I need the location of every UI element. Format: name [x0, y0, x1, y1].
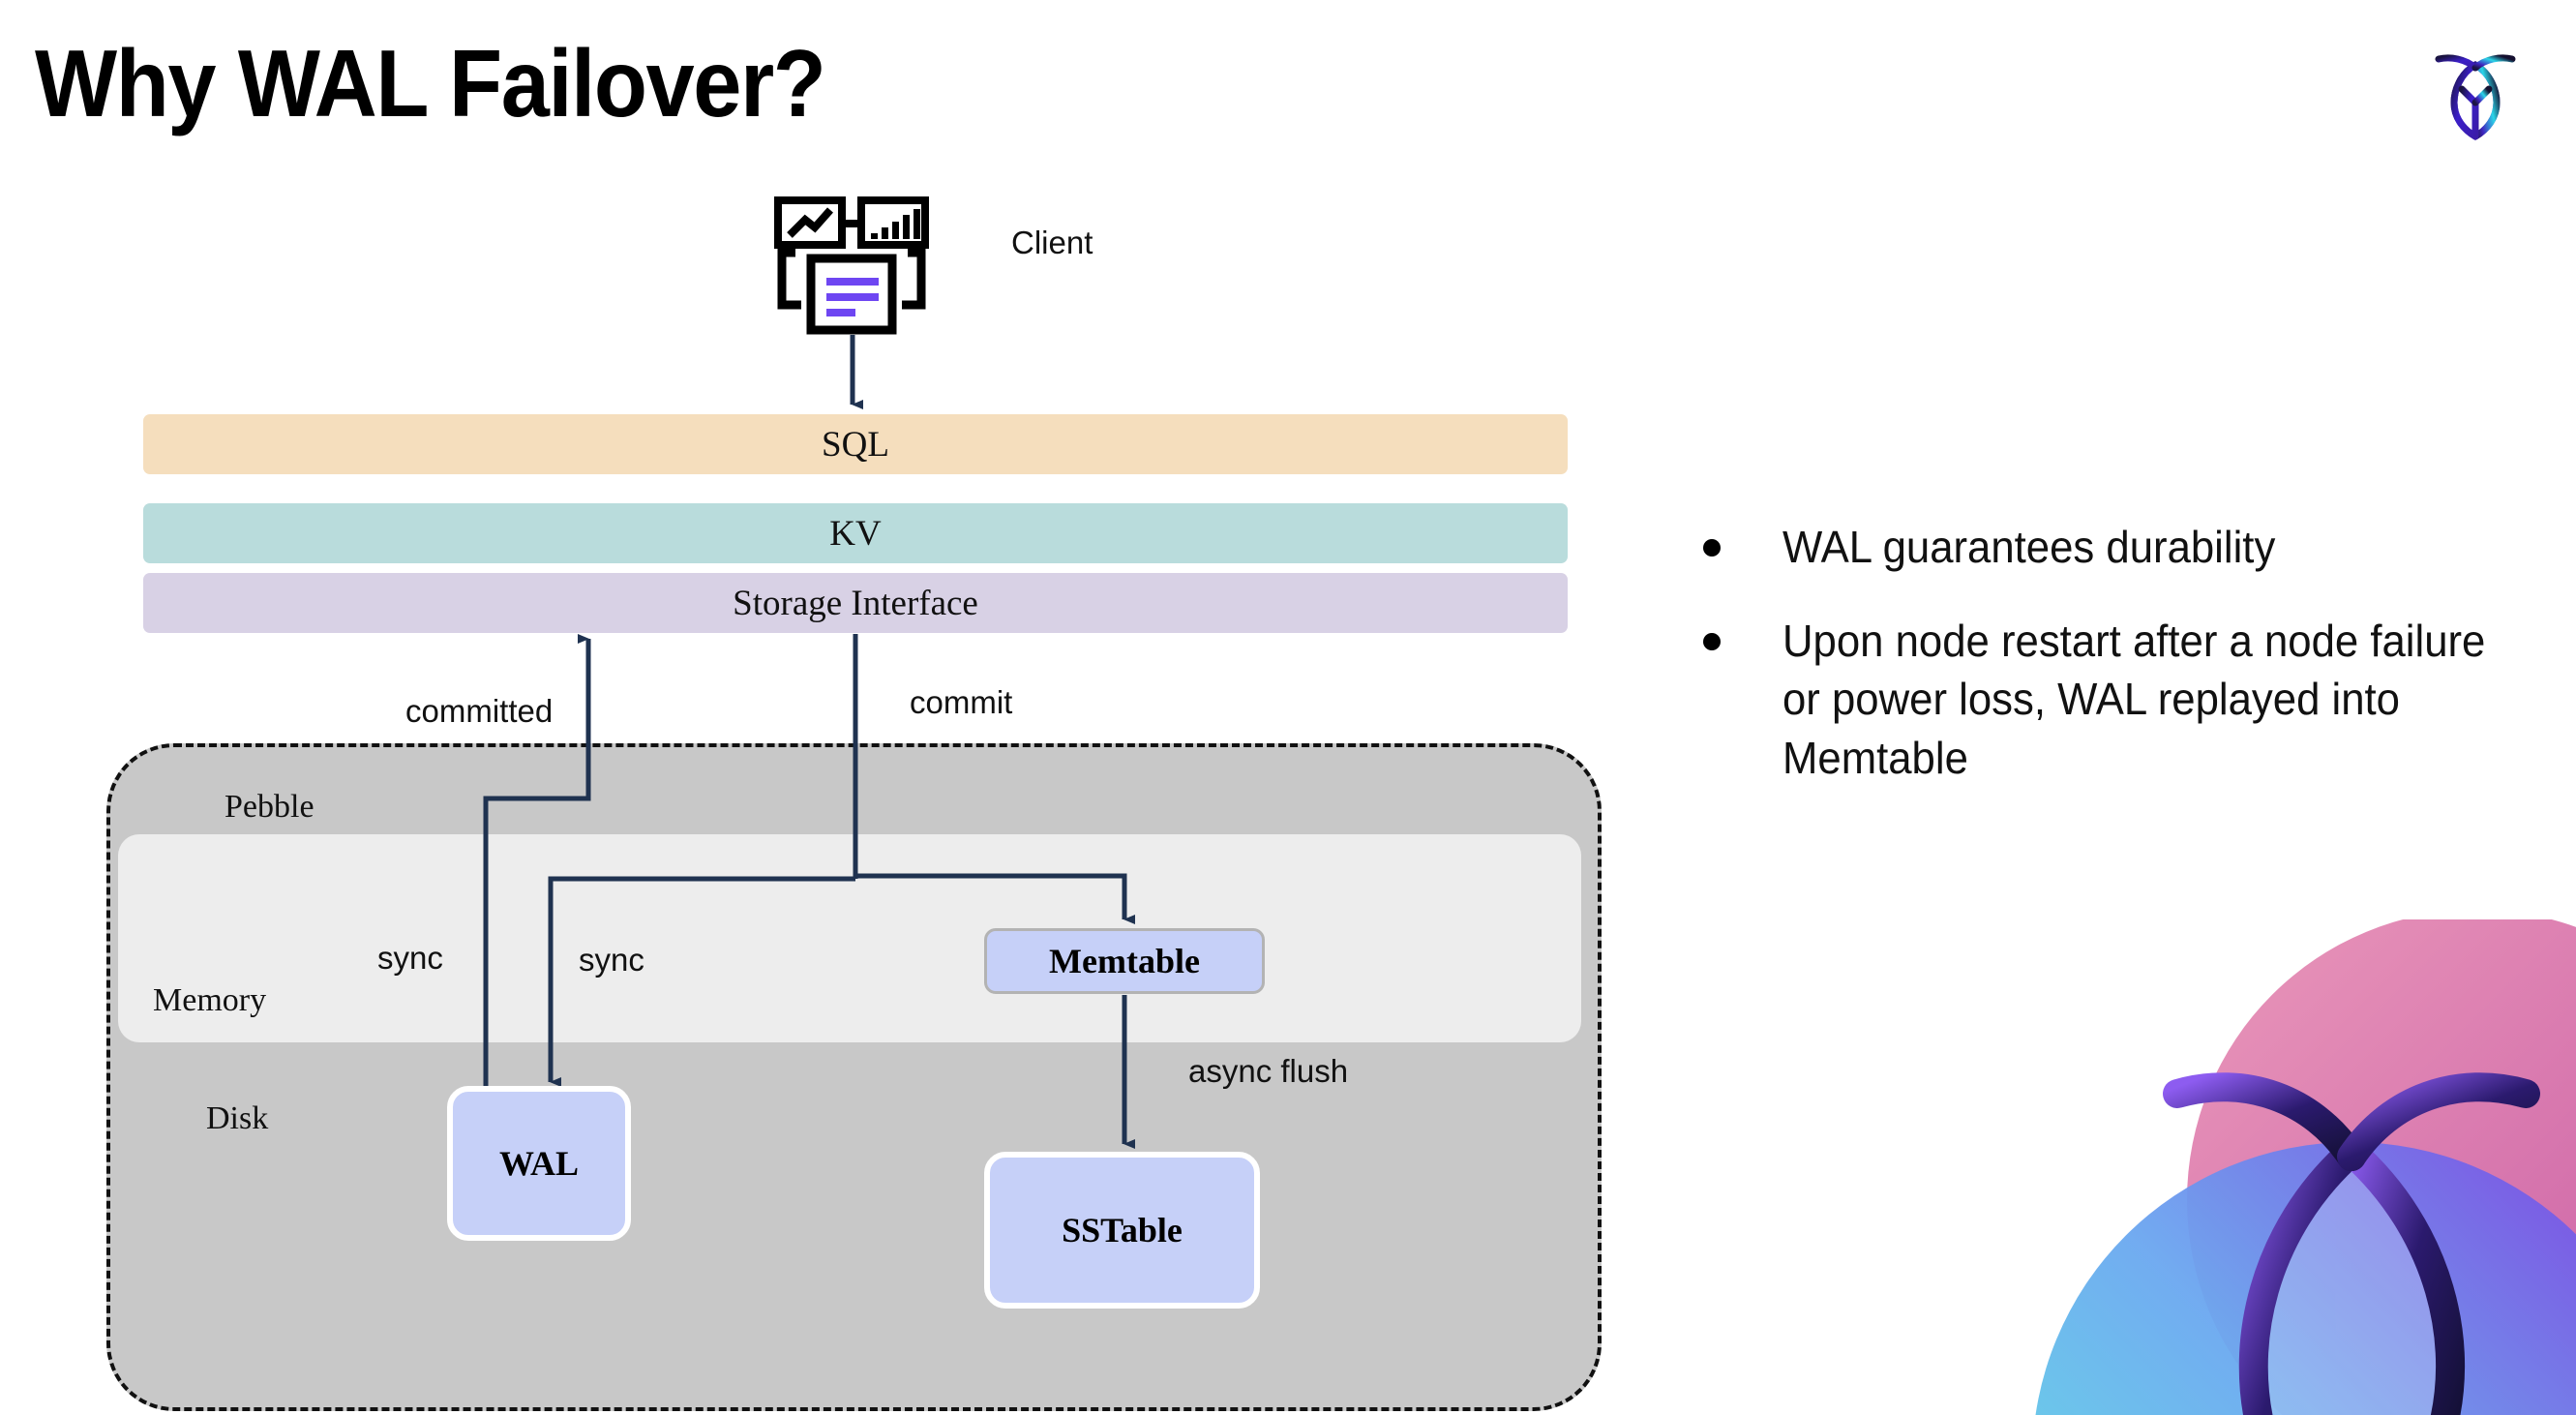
edge-label-committed: committed [405, 693, 554, 729]
node-sstable: SSTable [984, 1152, 1260, 1309]
memory-band [118, 834, 1581, 1042]
bullet-text: Upon node restart after a node failure o… [1782, 615, 2486, 784]
architecture-diagram: Pebble Memory Disk [106, 196, 1602, 1411]
layer-bar-kv: KV [143, 503, 1568, 563]
zone-label-disk: Disk [206, 1100, 269, 1136]
edge-label-sync-left: sync [377, 940, 443, 976]
bullet-text: WAL guarantees durability [1782, 522, 2276, 572]
edge-label-sync-right: sync [579, 942, 644, 978]
edge-label-commit: commit [910, 684, 1013, 720]
page-title: Why WAL Failover? [35, 30, 826, 136]
layer-bar-sql: SQL [143, 414, 1568, 474]
layer-bar-storage: Storage Interface [143, 573, 1568, 633]
bullet-dot-icon [1703, 632, 1721, 650]
list-item: WAL guarantees durability [1703, 518, 2535, 577]
zone-label-pebble: Pebble [225, 789, 315, 825]
node-memtable: Memtable [984, 928, 1265, 994]
node-wal: WAL [447, 1086, 631, 1241]
diagram-connectors [483, 335, 1135, 1149]
cockroachdb-logo [2417, 33, 2533, 149]
client-devices-icon [774, 196, 929, 337]
bullet-dot-icon [1703, 539, 1721, 557]
layer-label-storage: Storage Interface [733, 583, 978, 623]
decorative-brand-artwork [1935, 919, 2576, 1415]
layer-label-sql: SQL [822, 424, 889, 465]
edge-label-async-flush: async flush [1188, 1053, 1349, 1089]
layer-label-kv: KV [829, 513, 882, 554]
bullet-list: WAL guarantees durability Upon node rest… [1703, 518, 2535, 823]
list-item: Upon node restart after a node failure o… [1703, 612, 2535, 788]
client-label: Client [1011, 225, 1093, 260]
zone-label-memory: Memory [153, 982, 267, 1018]
